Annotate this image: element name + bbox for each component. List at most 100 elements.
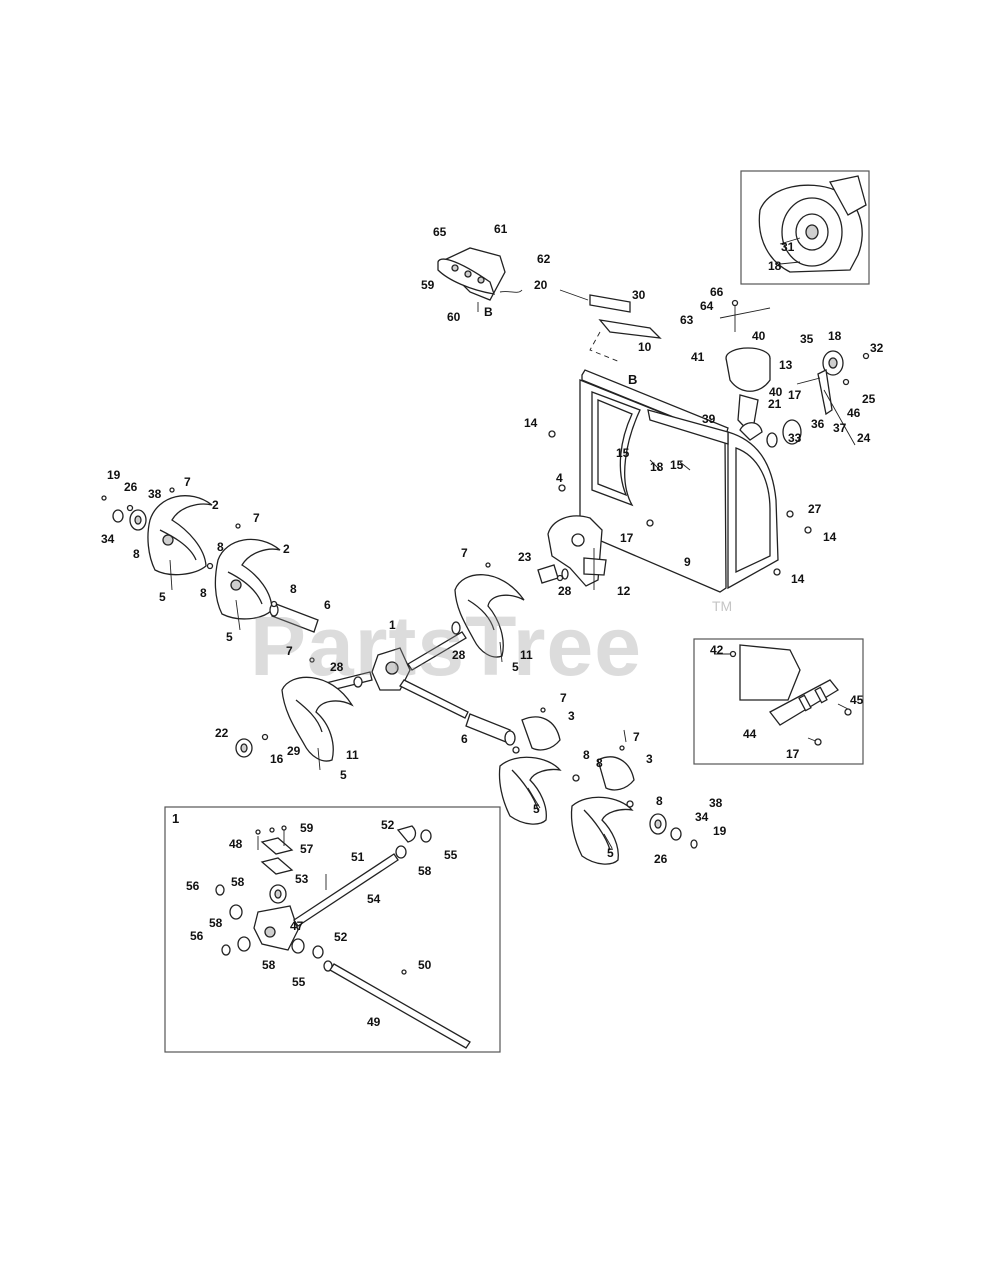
callout-14-bottom: 14 [791, 572, 805, 586]
hub-38-right [649, 813, 698, 849]
callout-22: 22 [215, 726, 229, 740]
callout-56-lower: 56 [190, 929, 204, 943]
alignment-lines [169, 459, 691, 849]
callout-27: 27 [808, 502, 822, 516]
callout-10: 10 [638, 340, 652, 354]
callout-52-upper: 52 [381, 818, 395, 832]
callout-28-bracket: 28 [558, 584, 572, 598]
callout-18-pulley: 18 [828, 329, 842, 343]
auger-flight-center-upper [454, 574, 525, 658]
callout-49: 49 [367, 1015, 381, 1029]
callout-61: 61 [494, 222, 508, 236]
callout-60: 60 [447, 310, 461, 324]
callout-8-left-a: 8 [133, 547, 140, 561]
callout-14-left: 14 [524, 416, 538, 430]
callout-8-left-c: 8 [200, 586, 207, 600]
callout-9: 9 [684, 555, 691, 569]
callout-8-left-b: 8 [217, 540, 224, 554]
callout-55-upper: 55 [444, 848, 458, 862]
auger-flight-left-inner [214, 538, 281, 620]
callout-33: 33 [788, 431, 802, 445]
callout-50: 50 [418, 958, 432, 972]
callout-18-inset: 18 [768, 259, 782, 273]
callout-2-outer: 2 [212, 498, 219, 512]
callout-34-left: 34 [101, 532, 115, 546]
inset-box-gearbox-assembly [164, 806, 501, 1053]
inset-gearbox-number: 1 [172, 811, 180, 826]
callout-3-inner: 3 [568, 709, 575, 723]
callout-7-left-inner: 7 [253, 511, 260, 525]
callout-11-lower: 11 [346, 748, 359, 762]
callout-62: 62 [537, 252, 551, 266]
auger-spacer-tube-6b [465, 713, 516, 746]
callout-59-handle: 59 [421, 278, 435, 292]
callout-3-outer: 3 [646, 752, 653, 766]
auger-flight-left-outer [147, 495, 213, 576]
callout-66: 66 [710, 285, 724, 299]
auger-spacer-tube-6a [269, 603, 319, 633]
callout-65: 65 [433, 225, 447, 239]
callout-55-lower: 55 [292, 975, 306, 989]
callout-36: 36 [811, 417, 825, 431]
fastener-dots [101, 430, 812, 808]
callout-41: 41 [691, 350, 705, 364]
callout-53: 53 [295, 872, 309, 886]
callout-5-left-inner: 5 [226, 630, 233, 644]
callout-64: 64 [700, 299, 714, 313]
callout-25: 25 [862, 392, 876, 406]
callout-47: 47 [290, 919, 304, 933]
chute-deflector-handle [437, 247, 523, 312]
callout-8-right-b: 8 [596, 756, 603, 770]
callout-1-gearbox: 1 [389, 618, 396, 632]
callout-46: 46 [847, 406, 861, 420]
callout-5-right-inner: 5 [533, 802, 540, 816]
callout-40-idler: 40 [769, 385, 783, 399]
callout-38-left: 38 [148, 487, 162, 501]
callout-48: 48 [229, 837, 243, 851]
callout-32: 32 [870, 341, 884, 355]
callout-6-right: 6 [461, 732, 468, 746]
auger-flight-center-lower [281, 676, 354, 762]
callout-17-housing: 17 [620, 531, 634, 545]
callout-12: 12 [617, 584, 631, 598]
callout-5-lower: 5 [340, 768, 347, 782]
callout-52-lower: 52 [334, 930, 348, 944]
spacer-23 [537, 564, 569, 584]
callout-35: 35 [800, 332, 814, 346]
callout-18-housing: 18 [650, 460, 664, 474]
callout-24: 24 [857, 431, 871, 445]
callout-30: 30 [632, 288, 646, 302]
discharge-chute-base [719, 299, 771, 437]
inset-box-pulley-view [740, 170, 870, 285]
inset-gearbox-exploded [215, 825, 471, 1049]
callout-29: 29 [287, 744, 301, 758]
callout-14-right: 14 [823, 530, 837, 544]
callout-63: 63 [680, 313, 694, 327]
callout-26-left: 26 [124, 480, 138, 494]
callout-45: 45 [850, 693, 864, 707]
bearing-22 [235, 738, 253, 758]
callout-26-right: 26 [654, 852, 668, 866]
callout-15-left: 15 [616, 446, 630, 460]
callout-40-chute: 40 [752, 329, 766, 343]
callout-7-right-inner: 7 [560, 691, 567, 705]
callout-34-right: 34 [695, 810, 709, 824]
callout-7-lower: 7 [286, 644, 293, 658]
callout-23: 23 [518, 550, 532, 564]
callout-38-right: 38 [709, 796, 723, 810]
callout-42: 42 [710, 643, 724, 657]
callout-58-left-upper: 58 [231, 875, 245, 889]
callout-59-inset: 59 [300, 821, 314, 835]
callout-58-lower: 58 [262, 958, 276, 972]
callout-5-center: 5 [512, 660, 519, 674]
callout-7-center: 7 [461, 546, 468, 560]
auger-flight-right-outer [570, 756, 635, 865]
callout-17-idler: 17 [788, 388, 802, 402]
callout-21: 21 [768, 397, 782, 411]
callout-58-left-lower: 58 [209, 916, 223, 930]
callout-58-upper: 58 [418, 864, 432, 878]
callout-54: 54 [367, 892, 381, 906]
callout-44: 44 [743, 727, 757, 741]
auger-housing-frame [579, 369, 779, 593]
partstree-watermark: PartsTree [250, 599, 642, 693]
